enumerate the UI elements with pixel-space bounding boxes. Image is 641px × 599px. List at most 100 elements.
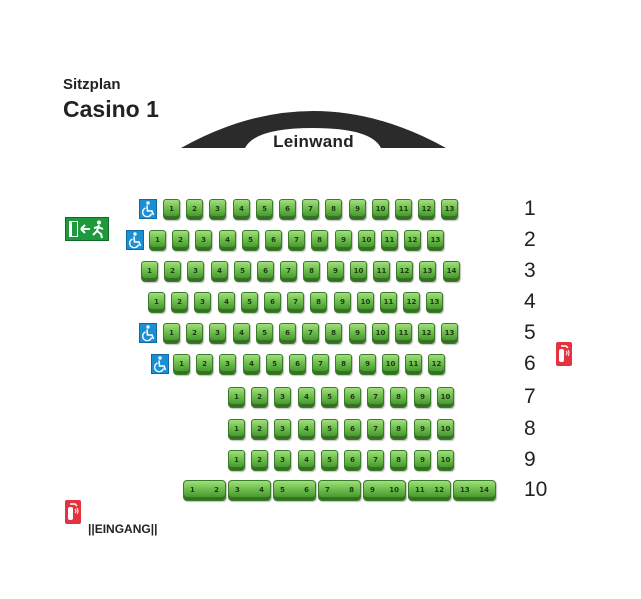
seat[interactable]: 10	[437, 419, 454, 440]
seat[interactable]: 4	[233, 323, 250, 344]
seat[interactable]: 3	[219, 354, 236, 375]
seat[interactable]: 7	[367, 450, 384, 471]
seat[interactable]: 10	[437, 387, 454, 408]
seat[interactable]: 3	[209, 323, 226, 344]
seat[interactable]: 2	[186, 323, 203, 344]
seat[interactable]: 6	[344, 419, 361, 440]
seat[interactable]: 12	[428, 354, 445, 375]
seat[interactable]: 8	[390, 450, 407, 471]
seat[interactable]: 9	[414, 419, 431, 440]
seat[interactable]: 12	[396, 261, 413, 282]
seat[interactable]: 5	[321, 450, 338, 471]
seat[interactable]: 5	[321, 419, 338, 440]
seat[interactable]: 6	[279, 323, 296, 344]
seat[interactable]: 4	[219, 230, 236, 251]
seat[interactable]: 7	[280, 261, 297, 282]
seat[interactable]: 7	[312, 354, 329, 375]
seat[interactable]: 10	[437, 450, 454, 471]
seat[interactable]: 3	[274, 419, 291, 440]
seat[interactable]: 14	[443, 261, 460, 282]
seat[interactable]: 8	[311, 230, 328, 251]
seat[interactable]: 3	[274, 387, 291, 408]
seat[interactable]: 2	[172, 230, 189, 251]
seat[interactable]: 8	[390, 419, 407, 440]
seat[interactable]: 7	[367, 387, 384, 408]
seat[interactable]: 13	[419, 261, 436, 282]
seat[interactable]: 7	[367, 419, 384, 440]
seat[interactable]: 9	[349, 199, 366, 220]
seat[interactable]: 9	[414, 387, 431, 408]
seat[interactable]: 7	[302, 199, 319, 220]
seat[interactable]: 10	[357, 292, 374, 313]
seat[interactable]: 11	[381, 230, 398, 251]
seat[interactable]: 3	[274, 450, 291, 471]
seat[interactable]: 2	[171, 292, 188, 313]
seat[interactable]: 6	[265, 230, 282, 251]
seat[interactable]: 4	[233, 199, 250, 220]
seat[interactable]: 5	[256, 323, 273, 344]
seat[interactable]: 9	[334, 292, 351, 313]
seat[interactable]: 3	[195, 230, 212, 251]
seat[interactable]: 7	[288, 230, 305, 251]
seat[interactable]: 1	[163, 199, 180, 220]
seat[interactable]: 13	[441, 323, 458, 344]
seat[interactable]: 5	[256, 199, 273, 220]
seat[interactable]: 2	[164, 261, 181, 282]
seat[interactable]: 2	[186, 199, 203, 220]
seat[interactable]: 11	[373, 261, 390, 282]
seat[interactable]: 4	[243, 354, 260, 375]
seat[interactable]: 12	[403, 292, 420, 313]
seat[interactable]: 8	[310, 292, 327, 313]
seat[interactable]: 1	[148, 292, 165, 313]
seat[interactable]: 3	[187, 261, 204, 282]
seat[interactable]: 12	[418, 323, 435, 344]
seat[interactable]: 8	[303, 261, 320, 282]
seat[interactable]: 2	[251, 450, 268, 471]
seat[interactable]: 6	[344, 387, 361, 408]
seat[interactable]: 2	[251, 387, 268, 408]
seat[interactable]: 9	[414, 450, 431, 471]
seat[interactable]: 8	[325, 323, 342, 344]
seat[interactable]: 4	[298, 387, 315, 408]
seat[interactable]: 1	[228, 419, 245, 440]
seat[interactable]: 12	[404, 230, 421, 251]
seat[interactable]: 10	[372, 199, 389, 220]
seat[interactable]: 7	[302, 323, 319, 344]
seat[interactable]: 4	[211, 261, 228, 282]
seat[interactable]: 6	[257, 261, 274, 282]
seat[interactable]: 5	[242, 230, 259, 251]
seat[interactable]: 13	[426, 292, 443, 313]
seat[interactable]: 1	[173, 354, 190, 375]
seat[interactable]: 12	[418, 199, 435, 220]
seat[interactable]: 4	[298, 450, 315, 471]
seat[interactable]: 4	[218, 292, 235, 313]
seat[interactable]: 1	[228, 450, 245, 471]
seat[interactable]: 13	[441, 199, 458, 220]
seat[interactable]: 5	[234, 261, 251, 282]
seat[interactable]: 8	[335, 354, 352, 375]
seat[interactable]: 11	[395, 199, 412, 220]
seat[interactable]: 9	[335, 230, 352, 251]
seat[interactable]: 10	[350, 261, 367, 282]
seat[interactable]: 6	[279, 199, 296, 220]
seat[interactable]: 10	[382, 354, 399, 375]
seat[interactable]: 9	[359, 354, 376, 375]
seat[interactable]: 1	[149, 230, 166, 251]
seat[interactable]: 6	[264, 292, 281, 313]
seat[interactable]: 2	[196, 354, 213, 375]
seat[interactable]: 8	[390, 387, 407, 408]
seat[interactable]: 11	[395, 323, 412, 344]
seat[interactable]: 11	[405, 354, 422, 375]
seat[interactable]: 11	[380, 292, 397, 313]
seat[interactable]: 3	[194, 292, 211, 313]
seat[interactable]: 5	[266, 354, 283, 375]
seat[interactable]: 5	[321, 387, 338, 408]
seat[interactable]: 10	[372, 323, 389, 344]
seat[interactable]: 7	[287, 292, 304, 313]
